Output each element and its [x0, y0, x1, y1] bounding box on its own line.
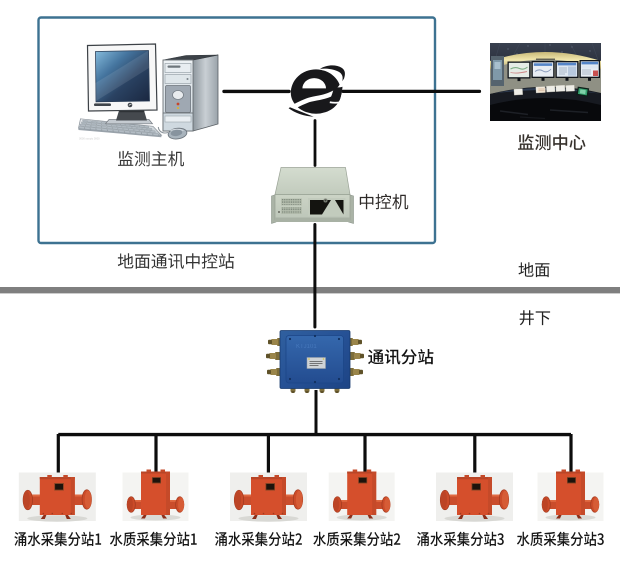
svg-text:0000 ooopic 0000: 0000 ooopic 0000 [79, 137, 100, 141]
svg-text:KTJ101: KTJ101 [296, 344, 317, 350]
